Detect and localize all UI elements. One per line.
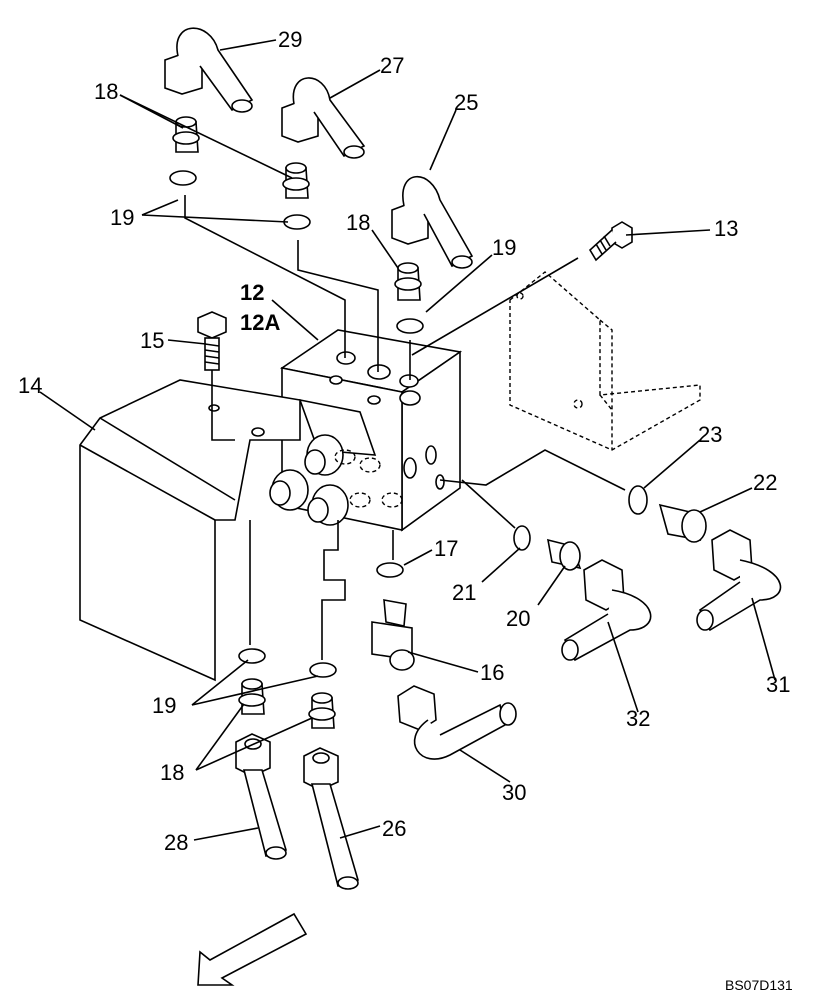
label-18-upper: 18 — [94, 79, 118, 104]
valve-block — [279, 329, 463, 532]
hose-31 — [696, 529, 782, 632]
label-29: 29 — [278, 27, 302, 52]
label-12: 12 — [240, 280, 264, 305]
bolt-15 — [197, 311, 227, 412]
label-12a: 12A — [240, 310, 280, 335]
bolt-13 — [588, 221, 633, 262]
hose-28 — [235, 733, 287, 860]
lower-o-rings-19 — [238, 648, 337, 678]
part-labels: 29 27 25 13 18 19 18 19 12 12A 15 14 23 … — [18, 27, 793, 993]
upper-o-rings-19 — [169, 170, 424, 334]
label-27: 27 — [380, 53, 404, 78]
right-fittings — [376, 485, 707, 578]
lower-adapters-18 — [238, 678, 336, 729]
label-21: 21 — [452, 580, 476, 605]
drawing-code: BS07D131 — [725, 977, 793, 993]
label-25: 25 — [454, 90, 478, 115]
label-18-lower: 18 — [160, 760, 184, 785]
label-19-lower: 19 — [152, 693, 176, 718]
label-19-upper: 19 — [110, 205, 134, 230]
label-22: 22 — [753, 470, 777, 495]
leader-lines — [39, 39, 776, 841]
hose-25 — [391, 175, 474, 269]
hose-26 — [303, 747, 359, 890]
hose-27 — [281, 77, 366, 159]
label-15: 15 — [140, 328, 164, 353]
label-17: 17 — [434, 536, 458, 561]
cover-14 — [79, 379, 301, 682]
label-13: 13 — [714, 216, 738, 241]
label-18-right: 18 — [346, 210, 370, 235]
solenoid-valves — [269, 398, 403, 526]
label-23: 23 — [698, 422, 722, 447]
label-30: 30 — [502, 780, 526, 805]
label-28: 28 — [164, 830, 188, 855]
hose-32 — [561, 559, 652, 662]
label-26: 26 — [382, 816, 406, 841]
mounting-bracket — [509, 271, 701, 451]
label-20: 20 — [506, 606, 530, 631]
label-32: 32 — [626, 706, 650, 731]
label-19-right: 19 — [492, 235, 516, 260]
label-16: 16 — [480, 660, 504, 685]
fitting-16 — [371, 599, 415, 671]
label-14: 14 — [18, 373, 42, 398]
label-31: 31 — [766, 672, 790, 697]
hose-29 — [164, 27, 254, 113]
direction-arrow-icon — [197, 912, 308, 986]
upper-adapters-18 — [172, 116, 422, 301]
hose-30 — [397, 685, 517, 760]
